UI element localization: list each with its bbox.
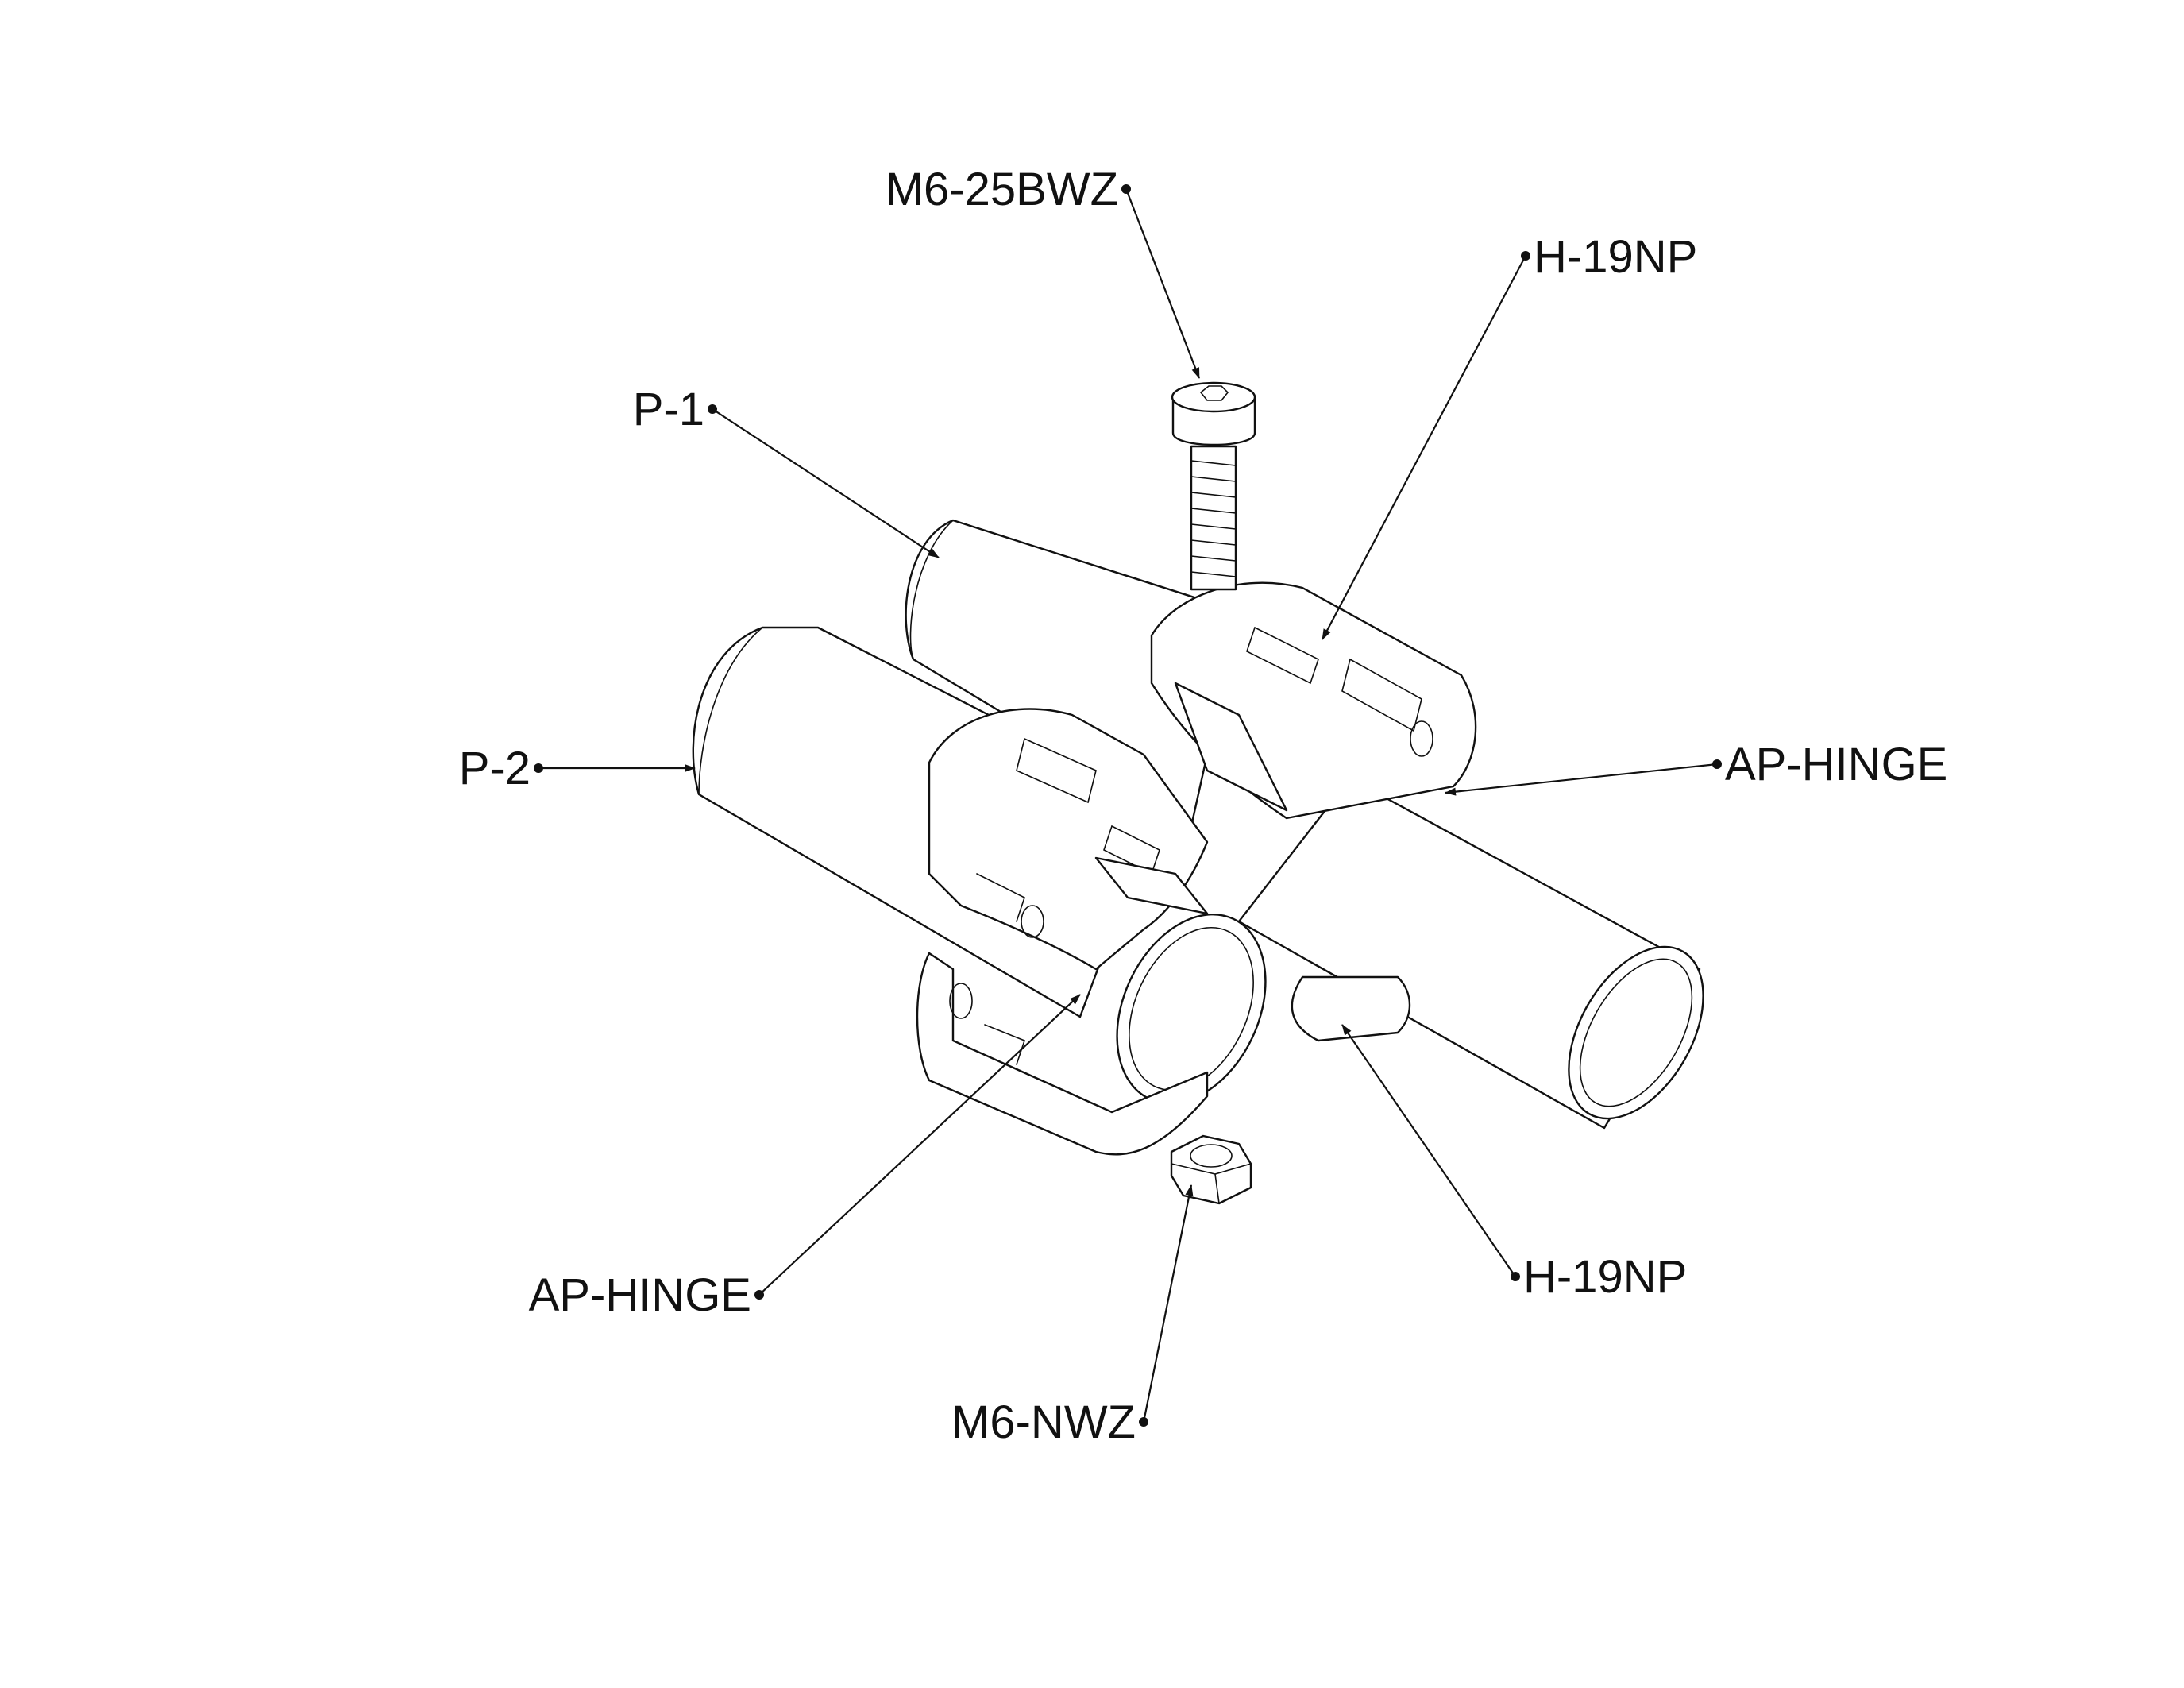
front-end-cap (1094, 856, 1267, 1105)
pipe-p1 (905, 519, 1241, 828)
bolt-m6-25bwz (1171, 381, 1256, 591)
callout-bolt: M6-25BWZ (886, 164, 1118, 215)
callout-hinge-lower: H-19NP (1523, 1251, 1687, 1303)
callout-ap-hinge-left: AP-HINGE (529, 1269, 751, 1321)
callout-ap-hinge-right: AP-HINGE (1725, 739, 1947, 790)
leader-lines (538, 188, 1718, 1423)
callout-dots (534, 184, 1722, 1427)
pipe-front-right (1237, 777, 1704, 1130)
nut-m6-nwz (1170, 1134, 1252, 1205)
callout-nut: M6-NWZ (951, 1396, 1136, 1448)
callout-hinge-upper: H-19NP (1534, 231, 1697, 283)
ap-hinge-lower-clip (916, 952, 1411, 1156)
callout-pipe-2: P-2 (459, 743, 531, 794)
hinge-upper-body (1150, 581, 1477, 820)
callout-pipe-1: P-1 (633, 384, 704, 435)
